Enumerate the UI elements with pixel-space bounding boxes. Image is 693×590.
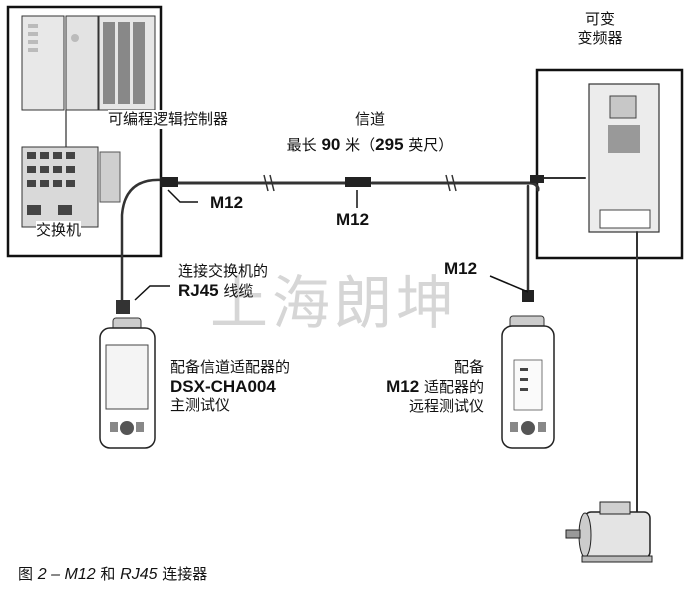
vfd-label: 可变 变频器: [577, 10, 623, 47]
watermark: 上海朗坤: [210, 269, 459, 337]
vfd-cabinet: [535, 68, 684, 260]
leader-lines: [134, 189, 529, 301]
main-tester: [99, 317, 156, 449]
plc-label: 可编程逻辑控制器: [108, 110, 229, 129]
motor: [565, 501, 653, 563]
m12-center-label: M12: [336, 210, 370, 229]
main-tester-label: 配备信道适配器的 DSX-CHA004 主测试仪: [170, 358, 291, 414]
remote-tester-label: 配备 M12 适配器的 远程测试仪: [386, 358, 484, 415]
m12-right-label: M12: [444, 259, 478, 278]
switch-label: 交换机: [36, 221, 82, 240]
cable-break-marks: [263, 174, 457, 192]
rj45-cable-label: 连接交换机的 RJ45 线缆: [178, 262, 269, 300]
plc-cabinet: [6, 5, 163, 258]
m12-connectors: [160, 175, 544, 302]
channel-label: 信道 最长 90 米（295 英尺）: [286, 110, 454, 154]
remote-tester: [501, 315, 555, 449]
figure-caption: 图 2 – M12 和 RJ45 连接器: [18, 565, 208, 583]
m12-left-label: M12: [210, 193, 244, 212]
rj45-plug: [116, 300, 130, 314]
cables: [120, 177, 638, 513]
